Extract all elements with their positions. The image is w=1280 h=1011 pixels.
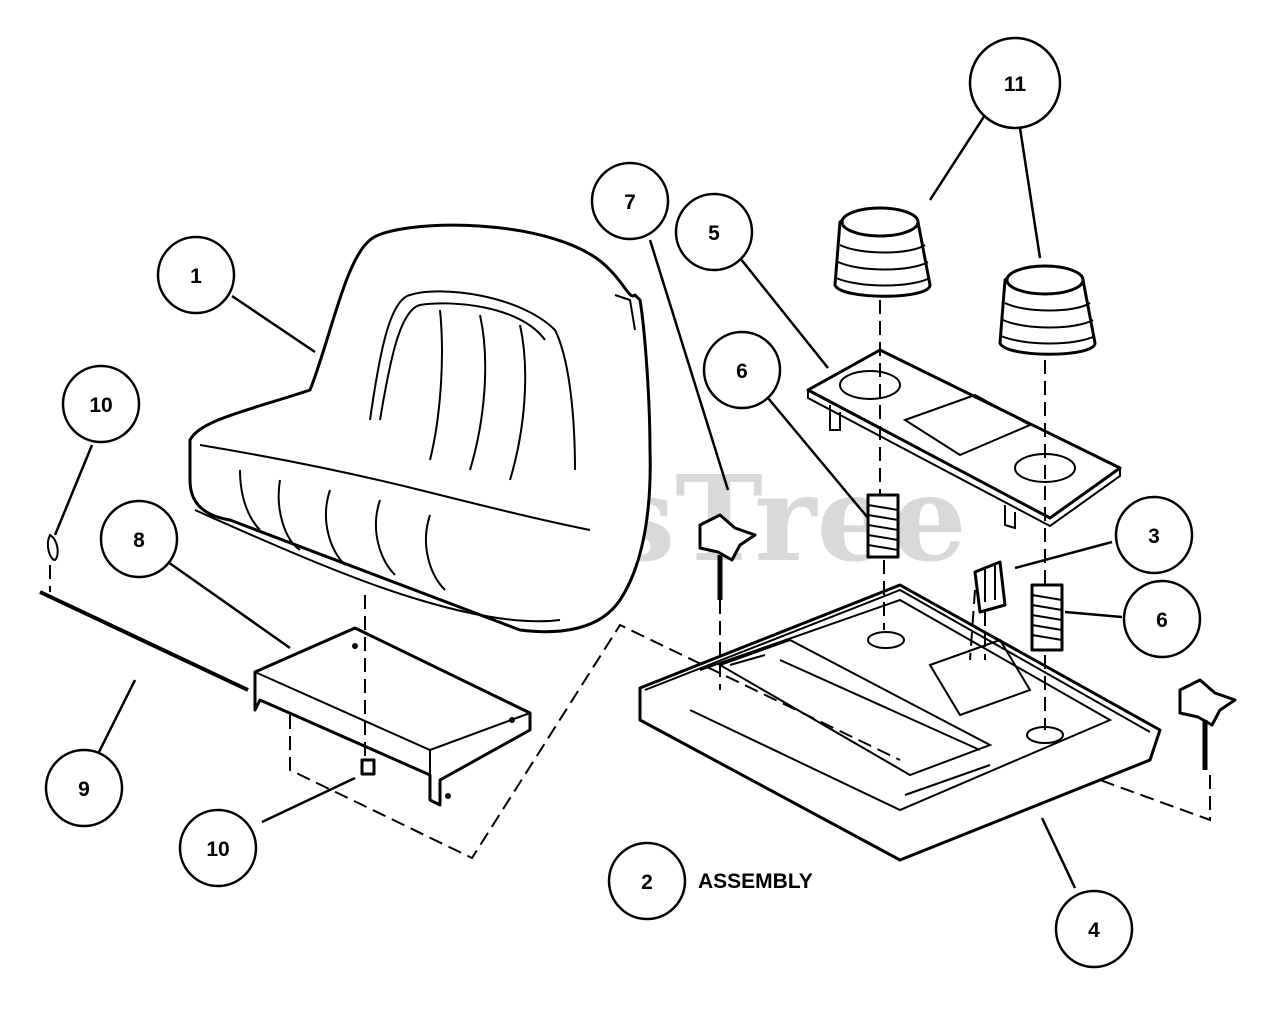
rod (39, 590, 249, 692)
callout-4: 4 (1054, 889, 1134, 969)
bumper-left (833, 206, 932, 298)
callout-5-label: 5 (708, 222, 720, 245)
callout-6a: 6 (702, 330, 782, 410)
callout-9: 9 (44, 748, 124, 828)
bolt (360, 758, 376, 776)
callout-2: 2 (607, 841, 687, 921)
callout-8-label: 8 (133, 529, 145, 552)
callout-1: 1 (156, 235, 236, 315)
seat-bracket (253, 626, 532, 807)
callout-11: 11 (968, 36, 1062, 130)
callout-5: 5 (674, 192, 754, 272)
alignment-lines (49, 300, 1211, 860)
spring-left (866, 493, 900, 559)
leader-lines (53, 114, 1123, 889)
callout-10a-label: 10 (89, 394, 112, 417)
callout-10b: 10 (178, 808, 258, 888)
knob-right (1178, 678, 1237, 770)
callout-11-label: 11 (1004, 73, 1027, 96)
callout-7: 7 (590, 161, 670, 241)
callout-10a: 10 (61, 364, 141, 444)
seat-base (638, 583, 1162, 862)
seat-switch (973, 560, 1007, 614)
spring-right (1030, 583, 1064, 652)
hair-pin-clip (46, 533, 59, 562)
callout-6b-label: 6 (1156, 609, 1168, 632)
callout-7-label: 7 (624, 191, 636, 214)
callout-2-label: 2 (641, 871, 653, 894)
callout-6b: 6 (1122, 579, 1202, 659)
callout-10b-label: 10 (206, 838, 229, 861)
assembly-label: ASSEMBLY (698, 870, 813, 893)
seat (188, 223, 652, 634)
callout-3-label: 3 (1148, 525, 1160, 548)
callout-4-label: 4 (1088, 919, 1100, 942)
callout-9-label: 9 (78, 778, 90, 801)
callout-1-label: 1 (190, 265, 202, 288)
callout-8: 8 (99, 499, 179, 579)
knob-left (698, 513, 757, 600)
bumper-right (998, 264, 1097, 356)
callout-3: 3 (1114, 495, 1194, 575)
callout-6a-label: 6 (736, 360, 748, 383)
